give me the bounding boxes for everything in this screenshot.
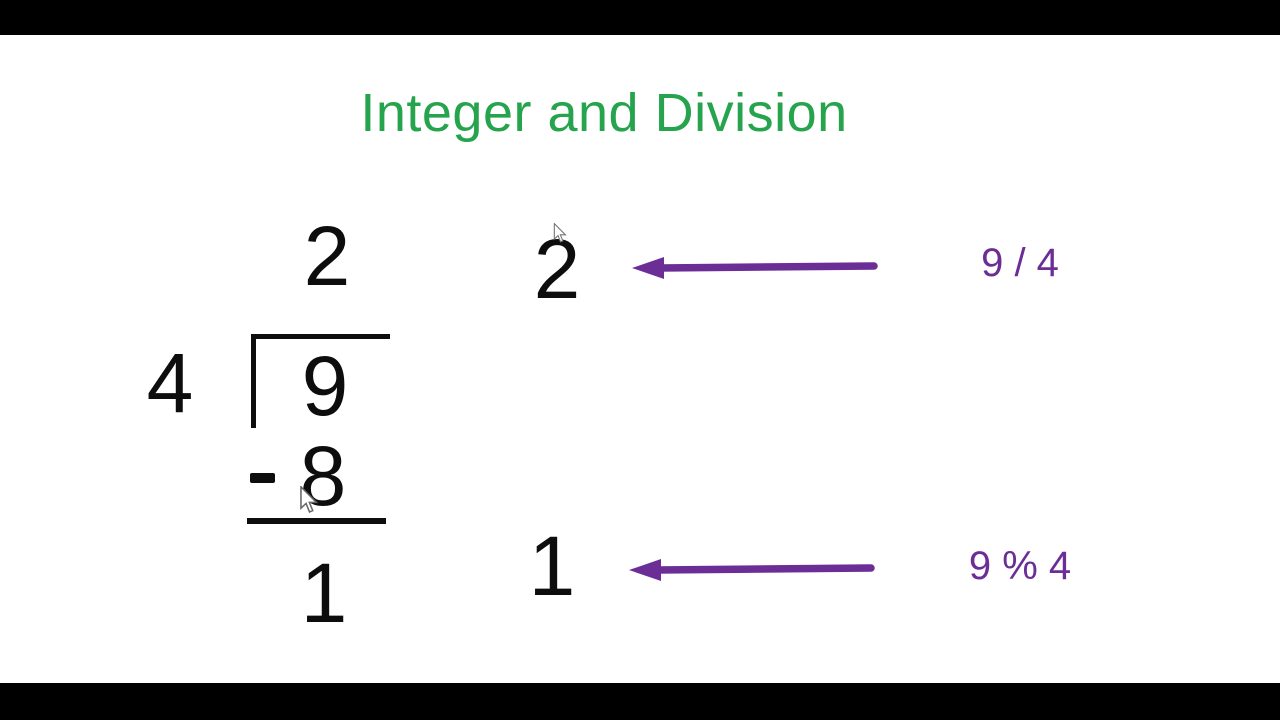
division-bracket-vertical-line (251, 334, 256, 428)
modulo-expression: 9 % 4 (968, 544, 1072, 588)
long-division-quotient: 2 (303, 209, 351, 303)
slide-title: Integer and Division (360, 83, 848, 143)
integer-division-result: 2 (533, 222, 581, 316)
bottom-letterbox-bar (0, 683, 1280, 720)
division-bracket-top-line (251, 334, 390, 339)
left-arrow-remainder (629, 559, 875, 581)
subtraction-underline (247, 518, 386, 524)
integer-division-expression: 9 / 4 (981, 241, 1059, 285)
minus-sign (250, 473, 275, 483)
long-division-dividend: 9 (301, 339, 349, 433)
mouse-cursor-icon (553, 223, 567, 243)
long-division-divisor: 4 (146, 336, 194, 430)
modulo-result: 1 (528, 519, 576, 613)
mouse-cursor-icon (300, 486, 319, 513)
long-division-remainder: 1 (300, 546, 348, 640)
left-arrow-quotient (632, 257, 878, 279)
top-letterbox-bar (0, 0, 1280, 35)
